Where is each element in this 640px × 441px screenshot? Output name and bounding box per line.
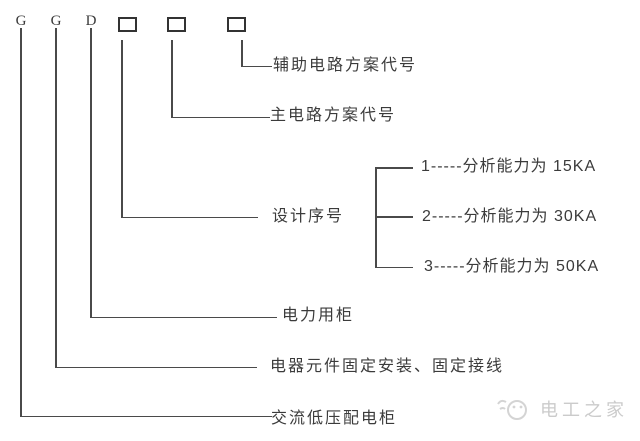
bracket-stub-middle <box>375 216 413 218</box>
connector-d-vertical <box>90 28 92 318</box>
design-option-3: 3-----分析能力为 50KA <box>424 258 600 275</box>
smiley-logo-icon <box>494 395 534 428</box>
connector-box2-horizontal <box>171 116 270 118</box>
code-placeholder-box-2 <box>167 17 186 32</box>
bracket-vertical <box>375 167 377 268</box>
bracket-stub-top <box>375 167 413 169</box>
connector-g2-vertical <box>55 28 57 368</box>
connector-box2-vertical <box>171 40 173 118</box>
connector-box3-vertical <box>241 40 243 67</box>
label-main-circuit-code: 主电路方案代号 <box>270 107 397 124</box>
code-placeholder-box-1 <box>118 17 137 32</box>
connector-box3-horizontal <box>241 65 272 67</box>
label-fixed-install: 电器元件固定安装、固定接线 <box>270 358 505 375</box>
watermark-text: 电工之家 <box>540 400 628 420</box>
label-design-serial: 设计序号 <box>272 208 345 225</box>
label-power-cabinet: 电力用柜 <box>282 307 355 324</box>
code-placeholder-box-3 <box>227 17 246 32</box>
label-ac-low-voltage: 交流低压配电柜 <box>271 410 398 427</box>
connector-box1-vertical <box>121 40 123 218</box>
bracket-stub-bottom <box>375 266 413 268</box>
connector-d-horizontal <box>90 316 277 318</box>
design-option-2: 2-----分析能力为 30KA <box>422 208 598 225</box>
label-auxiliary-circuit-code: 辅助电路方案代号 <box>273 57 418 74</box>
code-letter-3: D <box>85 13 97 29</box>
connector-g1-vertical <box>20 28 22 417</box>
connector-g2-horizontal <box>55 366 257 368</box>
connector-box1-horizontal <box>121 216 258 218</box>
code-letter-1: G <box>15 13 27 29</box>
code-letter-2: G <box>50 13 62 29</box>
connector-g1-horizontal <box>20 415 272 417</box>
design-option-1: 1-----分析能力为 15KA <box>421 158 597 175</box>
